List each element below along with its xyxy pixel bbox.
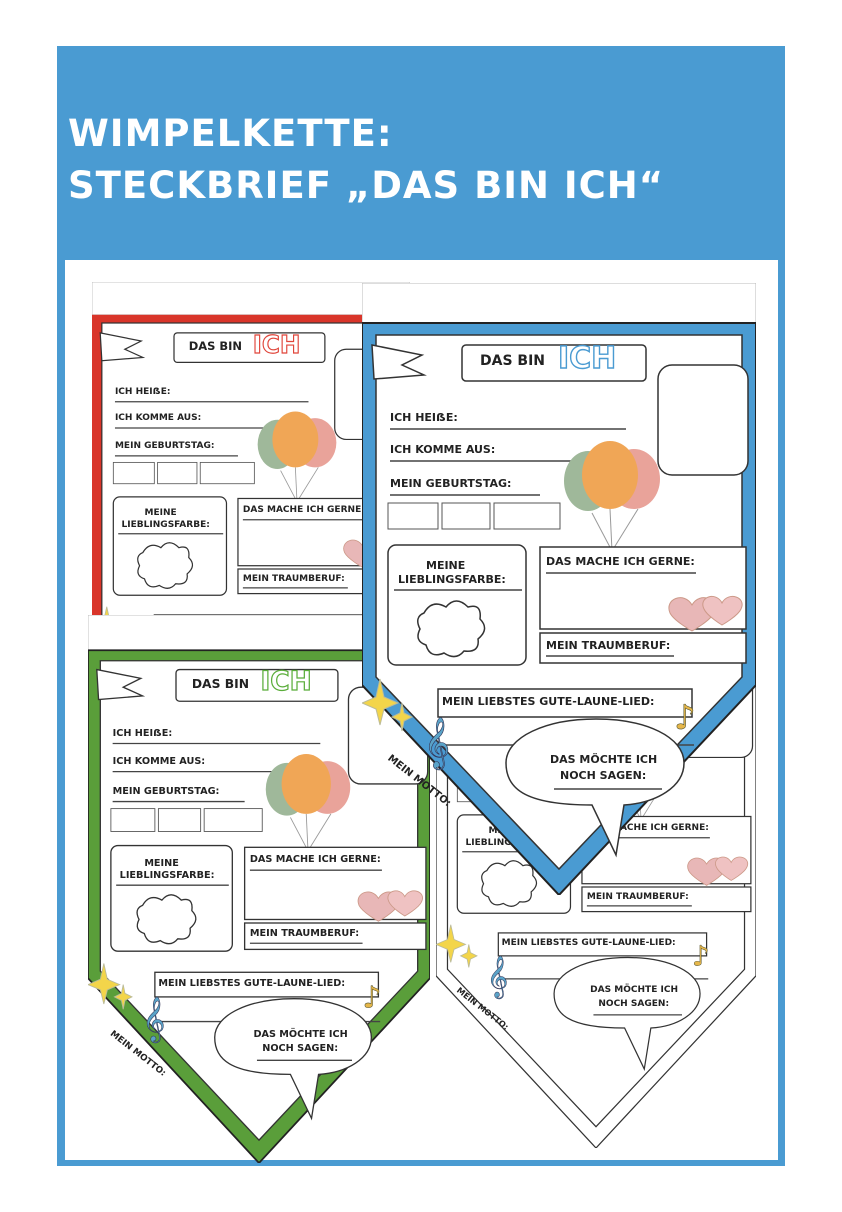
clef-icon: 𝄞	[424, 717, 450, 770]
speech-bubble	[553, 956, 701, 1072]
hearts-icon	[687, 856, 749, 886]
field-fav-color-1: MEINE	[144, 857, 179, 869]
field-origin: ICH KOMME AUS:	[112, 755, 206, 767]
speech-bubble	[214, 998, 373, 1121]
field-name: ICH HEIẞE:	[114, 386, 171, 397]
title-banner	[99, 332, 326, 363]
field-say-2: NOCH SAGEN:	[560, 769, 647, 782]
field-dream-job: MEIN TRAUMBERUF:	[249, 928, 360, 940]
cloud-icon	[417, 600, 486, 658]
pennant-blue: 𝄞 ♪ DAS BIN ICH ICH HEIẞE: ICH KOMME AUS: ME…	[362, 283, 756, 895]
field-hobby: DAS MACHE ICH GERNE:	[586, 823, 709, 834]
field-fav-color-2: LIEBLINGSFARBE:	[121, 519, 210, 530]
field-say-1: DAS MÖCHTE ICH	[253, 1028, 348, 1040]
title-ich: ICH	[252, 329, 301, 359]
title-ich: ICH	[557, 340, 617, 376]
field-fav-color-1: MEINE	[144, 508, 177, 519]
cloud-icon	[136, 894, 197, 945]
music-note-icon: ♪	[674, 698, 696, 738]
balloons-icon	[265, 754, 351, 852]
field-say-1: DAS MÖCHTE ICH	[590, 985, 679, 996]
photo-box	[657, 364, 749, 476]
clef-icon: 𝄞	[143, 997, 166, 1043]
field-origin: ICH KOMME AUS:	[390, 443, 496, 456]
title-line-1: WIMPELKETTE:	[68, 112, 393, 155]
title-prefix: DAS BIN	[191, 676, 250, 691]
hearts-icon	[668, 595, 743, 632]
field-say-2: NOCH SAGEN:	[598, 998, 670, 1009]
balloons-icon	[257, 411, 337, 502]
field-hobby: DAS MACHE ICH GERNE:	[242, 505, 365, 516]
sparkle-icon	[88, 963, 133, 1010]
field-hobby: DAS MACHE ICH GERNE:	[546, 555, 695, 568]
field-dream-job: MEIN TRAUMBERUF:	[242, 573, 345, 584]
cloud-icon	[481, 860, 538, 907]
field-dream-job: MEIN TRAUMBERUF:	[546, 639, 671, 652]
field-say-2: NOCH SAGEN:	[262, 1042, 339, 1054]
field-fav-color-1: MEINE	[426, 559, 466, 572]
field-origin: ICH KOMME AUS:	[114, 413, 202, 424]
title-line-2: STECKBRIEF „DAS BIN ICH“	[68, 164, 665, 207]
field-name: ICH HEIẞE:	[390, 411, 458, 424]
field-song: MEIN LIEBSTES GUTE-LAUNE-LIED:	[501, 937, 676, 948]
field-birthday: MEIN GEBURTSTAG:	[112, 785, 220, 797]
field-dream-job: MEIN TRAUMBERUF:	[586, 891, 689, 902]
title-banner	[96, 668, 339, 702]
title-banner	[371, 344, 647, 382]
cloud-icon	[137, 542, 194, 589]
field-hobby: DAS MACHE ICH GERNE:	[249, 854, 381, 866]
clef-icon: 𝄞	[487, 956, 508, 999]
page-title: WIMPELKETTE: STECKBRIEF „DAS BIN ICH“	[68, 108, 664, 212]
music-note-icon: ♪	[692, 940, 710, 973]
field-song: MEIN LIEBSTES GUTE-LAUNE-LIED:	[158, 977, 346, 989]
field-birthday: MEIN GEBURTSTAG:	[114, 441, 215, 452]
pennant-green: 𝄞 ♪ DAS BIN ICH ICH HEIẞE: ICH KOMME AUS: ME…	[88, 615, 430, 1163]
sparkle-icon	[436, 924, 478, 968]
speech-bubble	[505, 718, 685, 858]
sparkle-icon	[362, 678, 414, 732]
title-prefix: DAS BIN	[188, 339, 243, 354]
field-song: MEIN LIEBSTES GUTE-LAUNE-LIED:	[442, 695, 655, 708]
balloons-icon	[564, 441, 660, 552]
field-fav-color-2: LIEBLINGSFARBE:	[398, 573, 506, 586]
title-ich: ICH	[260, 665, 313, 698]
field-fav-color-2: LIEBLINGSFARBE:	[119, 870, 215, 882]
field-say-1: DAS MÖCHTE ICH	[550, 753, 658, 766]
music-note-icon: ♪	[363, 980, 382, 1015]
field-birthday: MEIN GEBURTSTAG:	[390, 477, 512, 490]
title-prefix: DAS BIN	[480, 353, 546, 369]
hearts-icon	[357, 890, 423, 922]
field-name: ICH HEIẞE:	[112, 727, 173, 739]
